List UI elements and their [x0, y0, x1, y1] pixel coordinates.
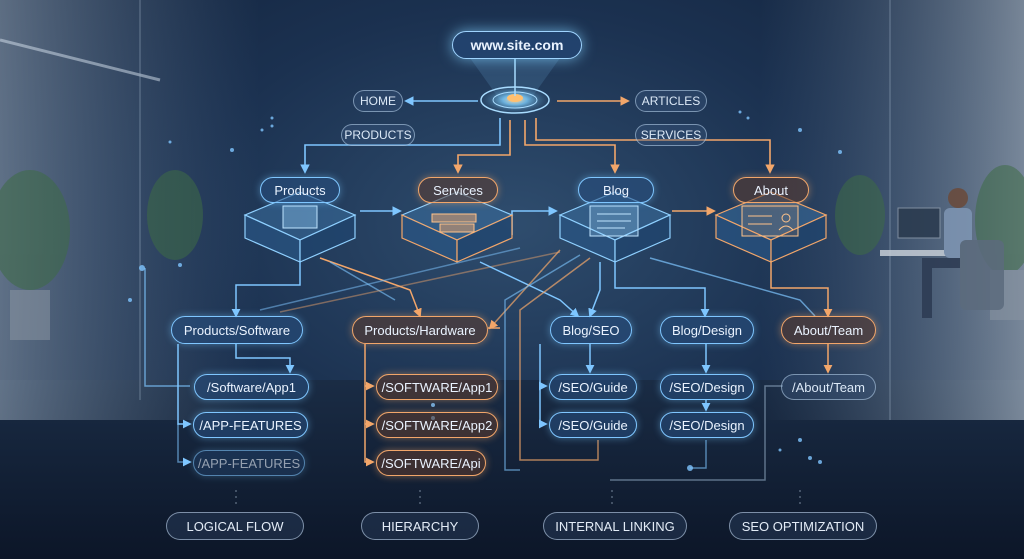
leaf-about-team[interactable]: /About/Team	[781, 374, 876, 400]
subpage-products-hardware[interactable]: Products/Hardware	[352, 316, 488, 344]
subpage-products-software[interactable]: Products/Software	[171, 316, 303, 344]
leaf-seo-design[interactable]: /SEO/Design	[660, 374, 754, 400]
about-box-icon	[714, 191, 828, 263]
leaf-app-features[interactable]: /APP-FEATURES	[193, 412, 308, 438]
subpage-about-team[interactable]: About/Team	[781, 316, 876, 344]
leaf-seo-guide[interactable]: /SEO/Guide	[549, 374, 637, 400]
blog-box-icon	[558, 191, 672, 263]
section-products[interactable]: Products	[260, 177, 340, 203]
top-link-products[interactable]: PRODUCTS	[341, 124, 415, 146]
legend-logical-flow: LOGICAL FLOW	[166, 512, 304, 540]
root-url-label[interactable]: www.site.com	[452, 31, 582, 59]
section-services[interactable]: Services	[418, 177, 498, 203]
services-box-icon	[400, 191, 514, 263]
leaf-hw-api[interactable]: /SOFTWARE/Api	[376, 450, 486, 476]
subpage-blog-design[interactable]: Blog/Design	[660, 316, 754, 344]
leaf-app-features-faded[interactable]: /APP-FEATURES	[193, 450, 305, 476]
root-hub-icon	[470, 58, 560, 116]
leaf-seo-guide-2[interactable]: /SEO/Guide	[549, 412, 637, 438]
leaf-hw-app2[interactable]: /SOFTWARE/App2	[376, 412, 498, 438]
legend-internal-linking: INTERNAL LINKING	[543, 512, 687, 540]
leaf-hw-app1[interactable]: /SOFTWARE/App1	[376, 374, 498, 400]
top-link-home[interactable]: HOME	[353, 90, 403, 112]
subpage-blog-seo[interactable]: Blog/SEO	[550, 316, 632, 344]
section-blog[interactable]: Blog	[578, 177, 654, 203]
leaf-software-app1[interactable]: /Software/App1	[194, 374, 309, 400]
section-about[interactable]: About	[733, 177, 809, 203]
top-link-articles[interactable]: ARTICLES	[635, 90, 707, 112]
legend-hierarchy: HIERARCHY	[361, 512, 479, 540]
leaf-seo-design-2[interactable]: /SEO/Design	[660, 412, 754, 438]
legend-seo-optimization: SEO OPTIMIZATION	[729, 512, 877, 540]
top-link-services[interactable]: SERVICES	[635, 124, 707, 146]
